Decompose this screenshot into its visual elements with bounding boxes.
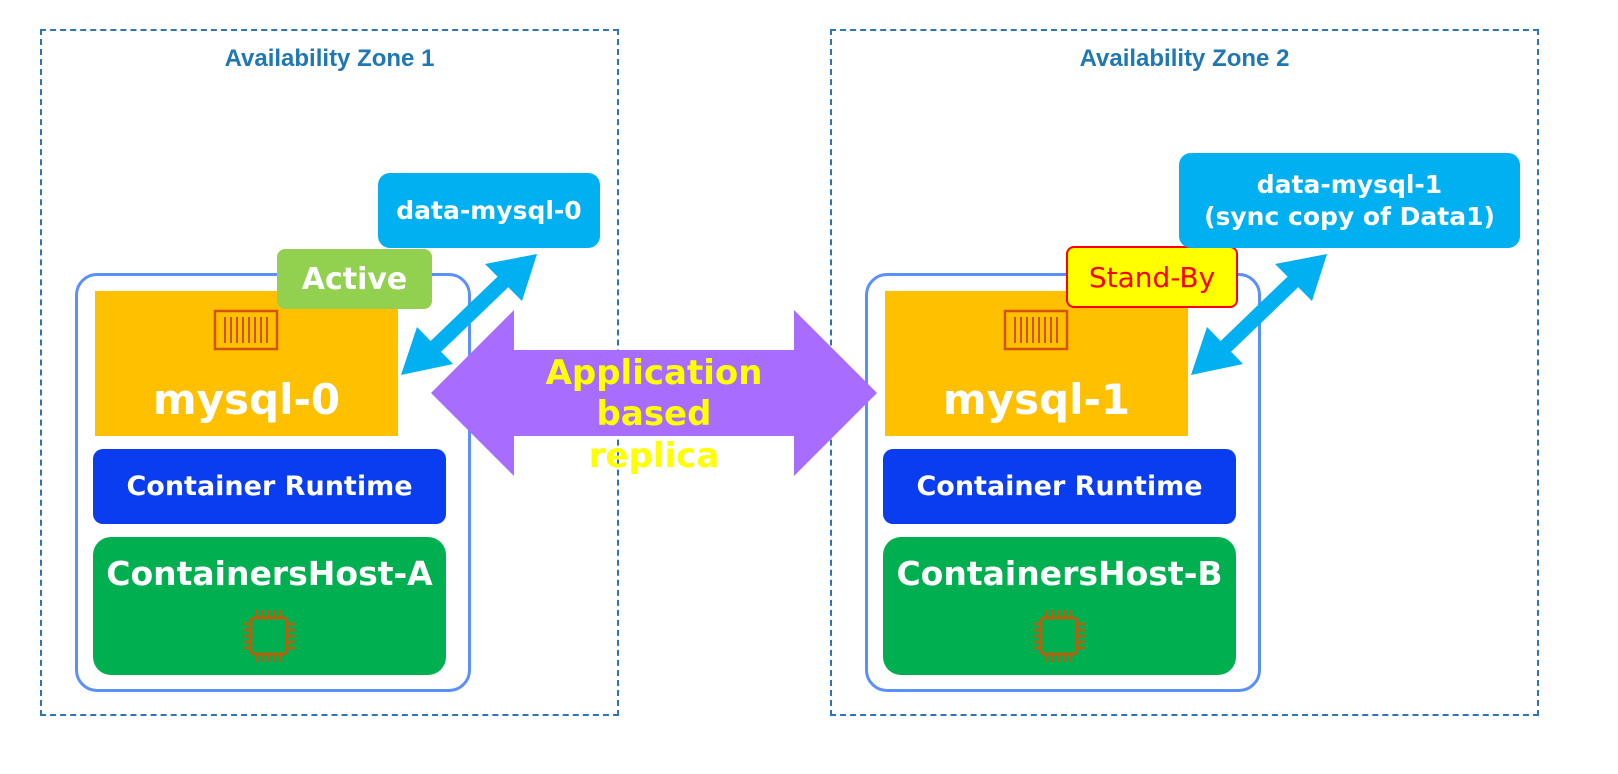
zone-2-title: Availability Zone 2 xyxy=(1079,45,1290,72)
volume-link-arrow-2 xyxy=(1191,254,1327,375)
replica-label-line-2: replica xyxy=(588,435,720,476)
replica-double-arrow xyxy=(431,310,877,476)
volume-label-line-2: (sync copy of Data1) xyxy=(1204,201,1495,231)
host-label: ContainersHost-B xyxy=(896,554,1223,593)
containers-host-b[interactable]: ContainersHost-B xyxy=(883,537,1236,675)
replica-label: Application based replica xyxy=(504,353,804,477)
volume-data-mysql-0[interactable]: data-mysql-0 xyxy=(378,173,600,248)
pod-label: mysql-0 xyxy=(152,375,341,424)
volume-label-line-1: data-mysql-1 xyxy=(1256,170,1443,200)
volume-label: data-mysql-0 xyxy=(396,195,582,225)
container-icon xyxy=(1003,309,1069,351)
volume-data-mysql-1[interactable]: data-mysql-1 (sync copy of Data1) xyxy=(1179,153,1520,248)
pod-mysql-0[interactable]: mysql-0 xyxy=(95,291,398,436)
replica-label-line-1: Application based xyxy=(545,353,763,435)
chip-icon xyxy=(243,610,295,662)
pod-mysql-1[interactable]: mysql-1 xyxy=(885,291,1188,436)
host-label: ContainersHost-A xyxy=(106,554,433,593)
container-icon xyxy=(213,309,279,351)
chip-icon xyxy=(1033,610,1085,662)
container-runtime-b[interactable]: Container Runtime xyxy=(883,449,1236,524)
container-runtime-a[interactable]: Container Runtime xyxy=(93,449,446,524)
volume-link-arrow-1 xyxy=(401,254,537,375)
node-b xyxy=(865,273,1261,692)
zone-1-title: Availability Zone 1 xyxy=(224,45,435,72)
active-badge: Active xyxy=(277,249,432,309)
pod-label: mysql-1 xyxy=(942,375,1131,424)
containers-host-a[interactable]: ContainersHost-A xyxy=(93,537,446,675)
standby-badge: Stand-By xyxy=(1066,246,1238,308)
node-a xyxy=(75,273,471,692)
